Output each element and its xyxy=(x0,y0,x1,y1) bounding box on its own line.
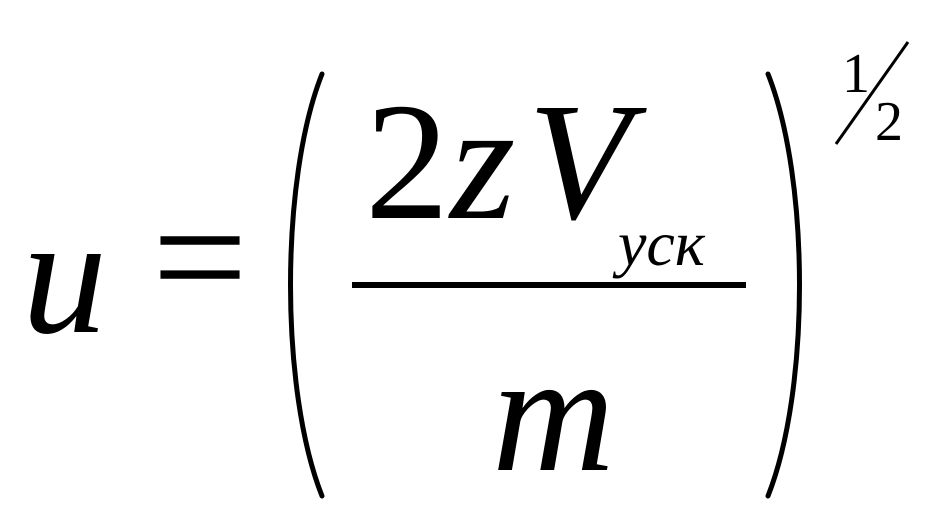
denominator-variable-m: m xyxy=(492,319,615,507)
exponent-fraction-slash xyxy=(834,41,910,145)
exponent-numerator: 1 xyxy=(842,43,870,105)
exponent-denominator: 2 xyxy=(875,91,903,153)
numerator-variable-z: z xyxy=(450,69,516,255)
right-parenthesis xyxy=(765,71,802,499)
left-parenthesis xyxy=(288,71,325,499)
fraction-bar xyxy=(352,282,746,288)
numerator-coefficient: 2 xyxy=(365,69,449,255)
numerator-variable-V: V xyxy=(528,69,631,255)
lhs-variable-u: u xyxy=(22,181,107,369)
numerator-subscript: уск xyxy=(618,208,705,279)
equals-sign: = xyxy=(152,163,248,351)
